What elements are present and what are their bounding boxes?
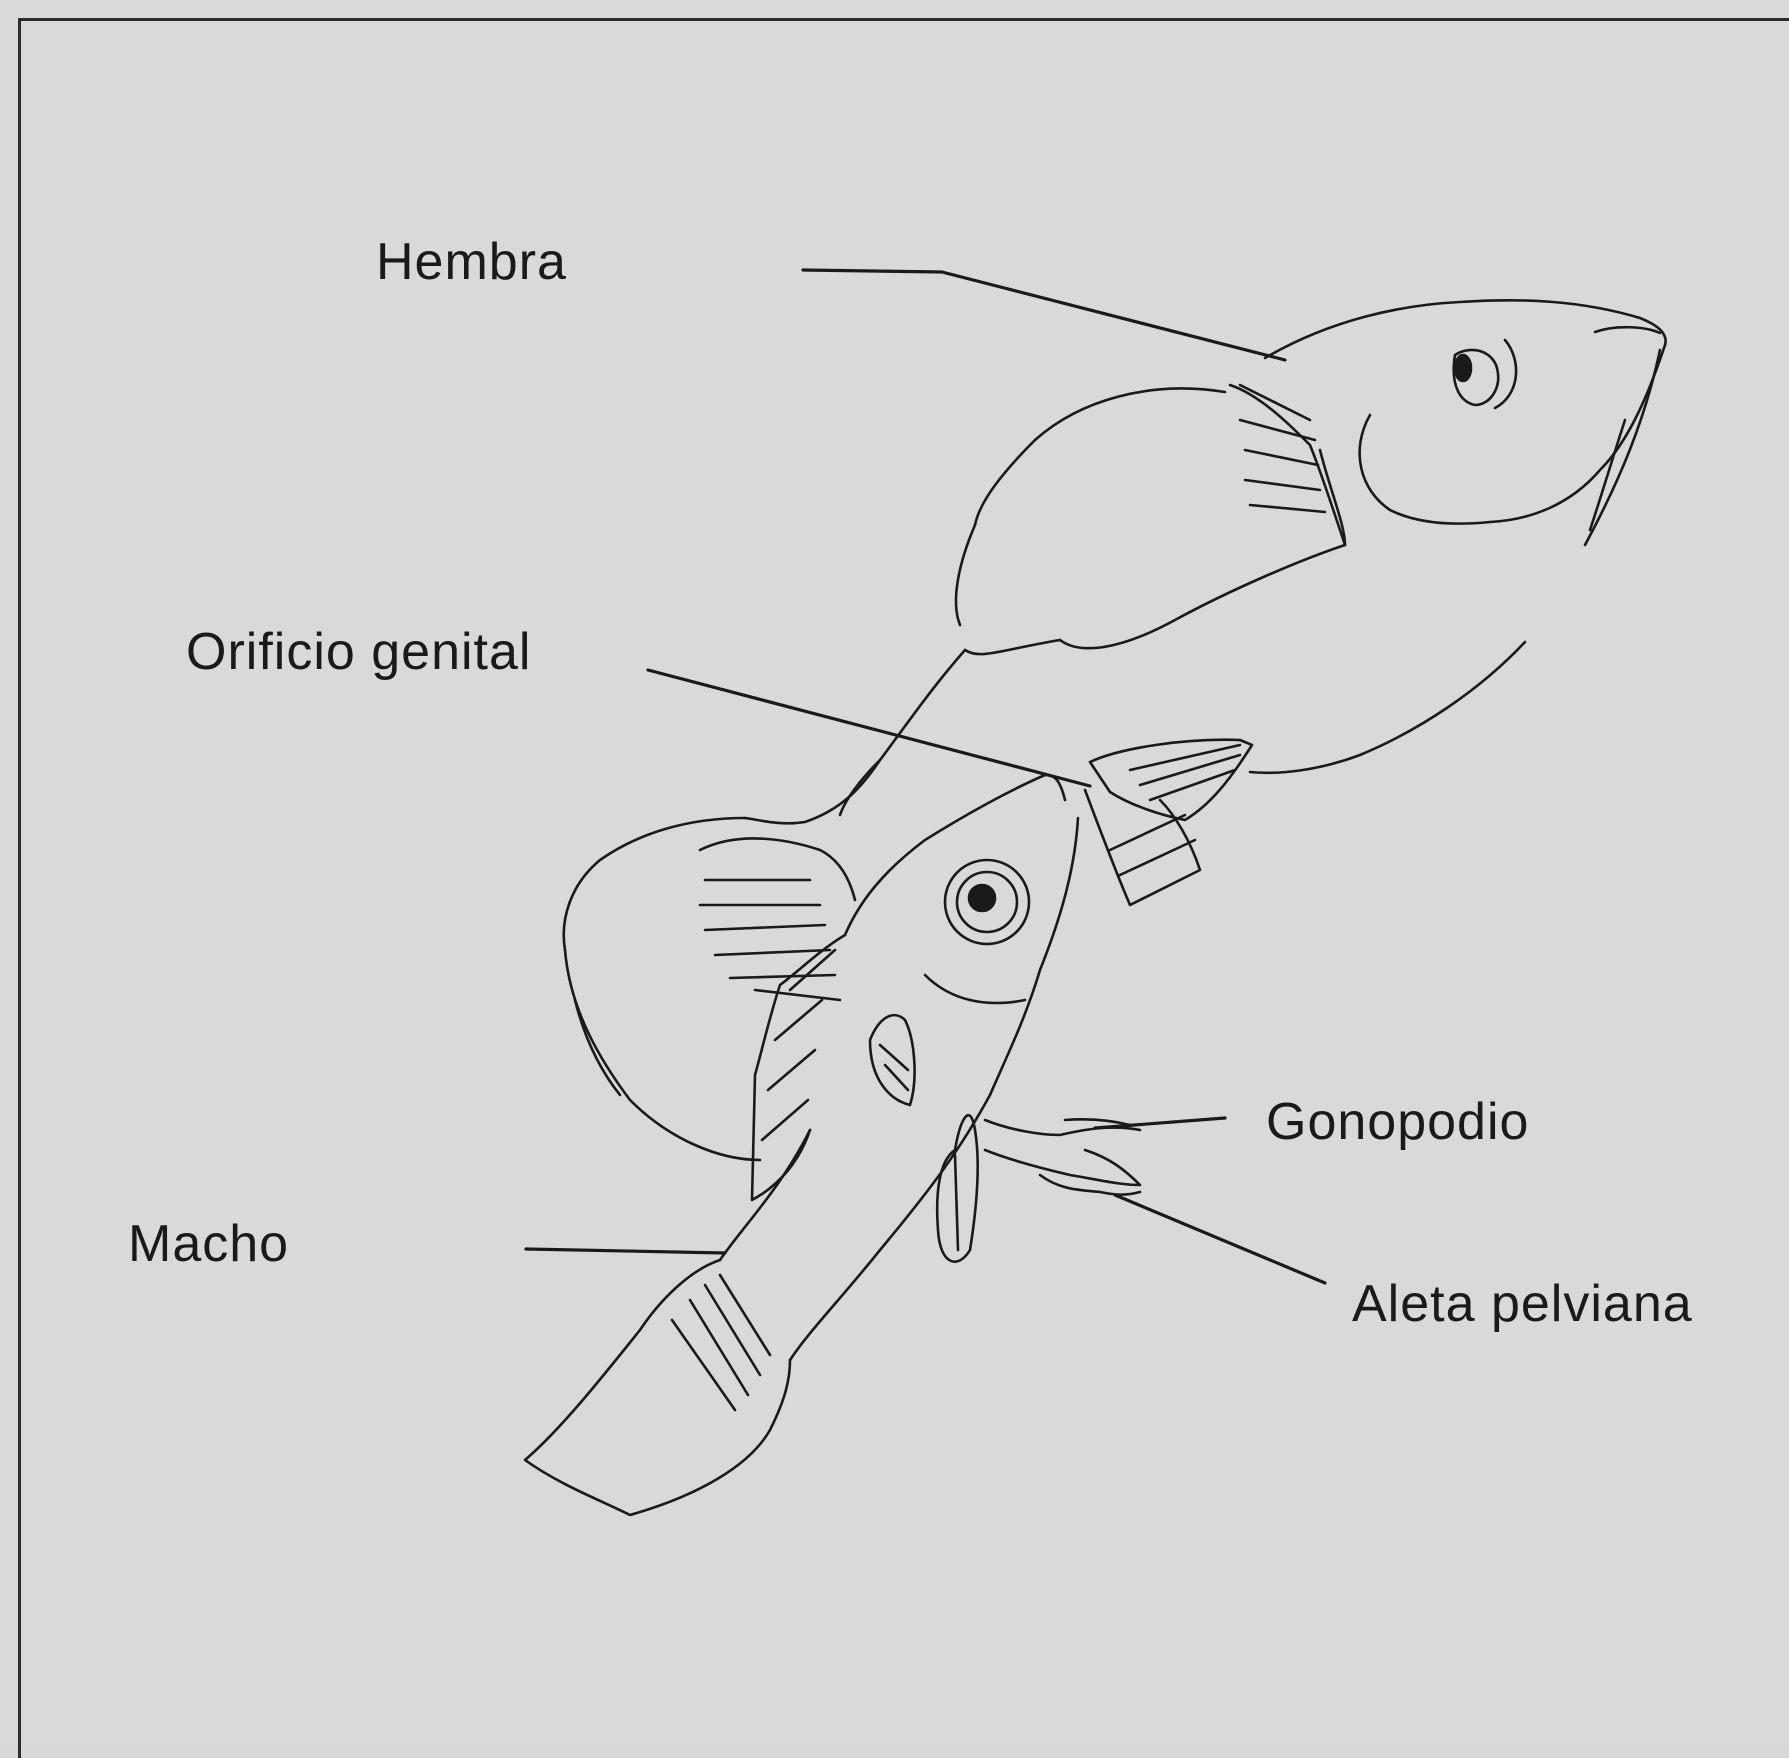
orificio-leader	[648, 670, 1090, 786]
male-fish	[525, 775, 1140, 1515]
label-orificio-genital: Orificio genital	[186, 626, 531, 678]
leader-lines	[526, 270, 1325, 1283]
macho-leader	[526, 1249, 725, 1253]
female-fish	[564, 300, 1666, 1160]
aleta-leader	[1115, 1195, 1325, 1283]
label-hembra: Hembra	[376, 236, 567, 288]
label-aleta-pelviana: Aleta pelviana	[1352, 1278, 1693, 1330]
label-macho: Macho	[128, 1218, 289, 1270]
hembra-leader	[803, 270, 1285, 360]
label-gonopodio: Gonopodio	[1266, 1096, 1529, 1148]
